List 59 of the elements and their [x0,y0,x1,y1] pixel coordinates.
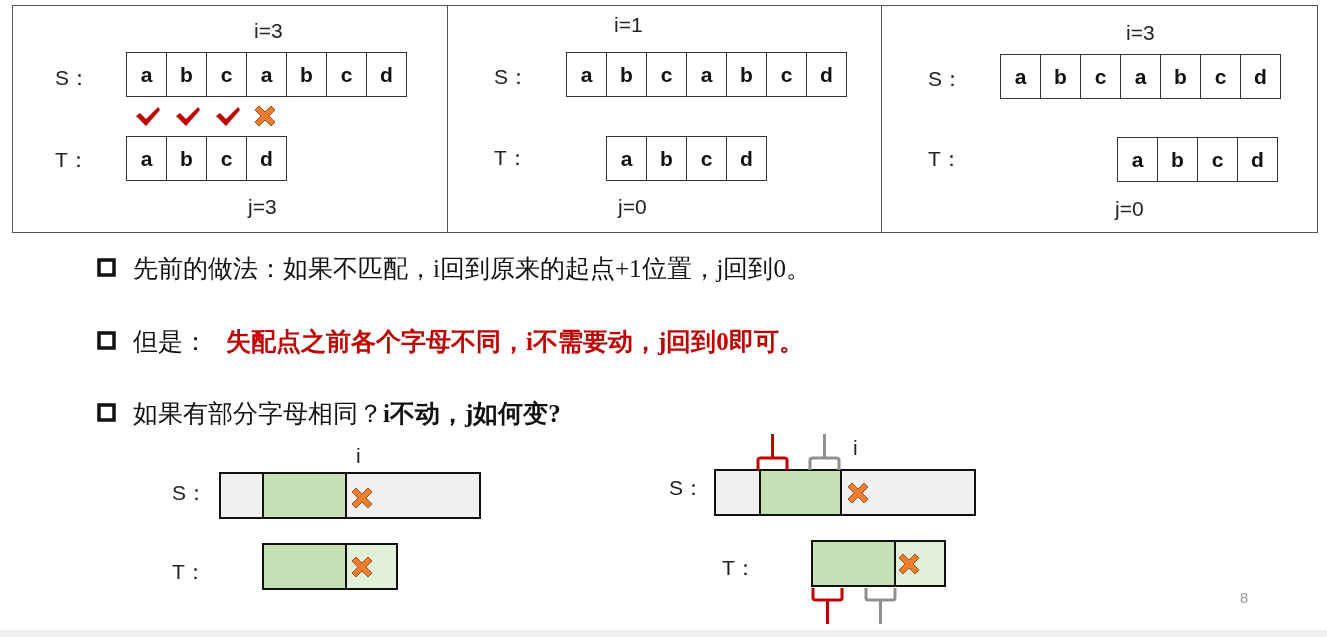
letter-cell: b [1040,54,1081,99]
letter-cell: c [1080,54,1121,99]
row-label: T： [722,557,756,578]
letter-cell: c [206,136,247,181]
row-label: S： [494,66,529,87]
index-label: j=0 [618,196,647,217]
letter-cell: b [1160,54,1201,99]
index-label: i [853,437,858,458]
row-label: T： [928,148,962,169]
index-label: i [356,445,361,466]
letter-cell: b [286,52,327,97]
letter-cell: c [646,52,687,97]
letter-cell: d [1237,137,1278,182]
letter-cell: d [1240,54,1281,99]
text-line: 如果有部分字母相同？i不动，j如何变? [133,401,561,426]
letter-cell: a [1000,54,1041,99]
letter-cell: c [686,136,727,181]
index-label: i=1 [614,14,643,35]
index-label: j=0 [1115,198,1144,219]
letter-cell: a [126,136,167,181]
letter-cell: d [366,52,407,97]
letter-cell: a [126,52,167,97]
row-label: T： [55,149,89,170]
row-label: S： [55,67,90,88]
letter-cell: c [326,52,367,97]
letter-cell: b [606,52,647,97]
letter-cell: a [246,52,287,97]
letter-cell: a [686,52,727,97]
row-label: T： [172,561,206,582]
panel-frame [12,5,448,233]
letter-cell: c [206,52,247,97]
letter-cell: c [1197,137,1238,182]
letter-cell: b [1157,137,1198,182]
letter-cell: b [726,52,767,97]
letter-cell: b [166,136,207,181]
index-label: j=3 [248,196,277,217]
letter-cell: a [1117,137,1158,182]
letter-cell: d [806,52,847,97]
index-label: i=3 [254,20,283,41]
panel-frame [881,5,1318,233]
letter-cell: b [166,52,207,97]
page-number: 8 [1240,590,1249,605]
letter-cell: d [246,136,287,181]
text-line: 先前的做法：如果不匹配，i回到原来的起点+1位置，j回到0。 [133,256,811,281]
letter-cell: d [726,136,767,181]
letter-cell: c [1200,54,1241,99]
row-label: S： [669,477,704,498]
text-line: 但是： [133,329,208,354]
letter-cell: a [606,136,647,181]
letter-cell: a [566,52,607,97]
highlighted-text: 失配点之前各个字母不同，i不需要动，j回到0即可。 [226,329,804,354]
letter-cell: a [1120,54,1161,99]
panel-frame [447,5,882,233]
row-label: S： [928,68,963,89]
letter-cell: c [766,52,807,97]
index-label: i=3 [1126,22,1155,43]
letter-cell: b [646,136,687,181]
row-label: T： [494,147,528,168]
row-label: S： [172,482,207,503]
